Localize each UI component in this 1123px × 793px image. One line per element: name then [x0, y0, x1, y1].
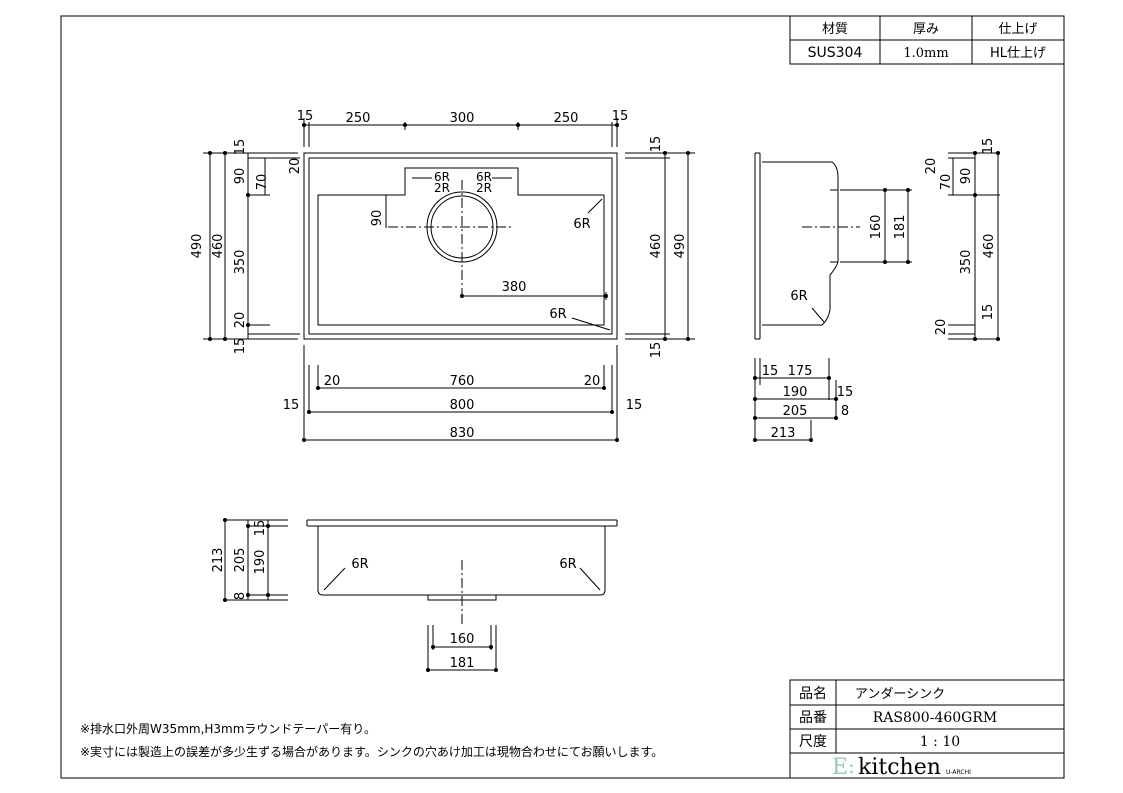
thickness-header: 厚み — [913, 22, 939, 37]
scale-label: 尺度 — [799, 734, 827, 750]
front-dim-8: 8 — [233, 592, 248, 600]
notch-6r-left: 6R — [434, 170, 450, 184]
side-dim-8: 8 — [841, 404, 849, 419]
far-dim-350: 350 — [959, 250, 974, 275]
corner-6r-bottom: 6R — [549, 307, 566, 322]
left-dim-20-bottom: 20 — [233, 312, 248, 329]
front-dim-15: 15 — [253, 520, 268, 537]
left-dim-20: 20 — [288, 158, 303, 175]
far-dim-15-top: 15 — [981, 138, 996, 155]
side-view — [754, 152, 912, 442]
material-value: SUS304 — [808, 45, 863, 61]
top-dim-250-right: 250 — [554, 111, 579, 126]
material-header: 材質 — [822, 22, 848, 37]
far-dim-70: 70 — [939, 174, 954, 191]
front-dim-181: 181 — [450, 656, 475, 671]
far-dim-460: 460 — [982, 234, 997, 259]
finish-header: 仕上げ — [998, 22, 1037, 37]
logo-colon: : — [848, 754, 855, 778]
bottom-dim-15-left: 15 — [283, 398, 300, 413]
thickness-value: 1.0mm — [903, 46, 948, 61]
bottom-dim-20-left: 20 — [324, 374, 341, 389]
note-tolerance: ※実寸には製造上の誤差が多少生ずる場合があります。シンクの穴あけ加工は現物合わせ… — [80, 744, 663, 759]
left-dim-15-top: 15 — [233, 139, 248, 156]
bottom-dim-15-right: 15 — [626, 398, 643, 413]
bottom-dim-830: 830 — [450, 426, 475, 441]
left-dim-70: 70 — [255, 174, 270, 191]
left-dim-15-bottom: 15 — [233, 338, 248, 355]
front-dim-190: 190 — [253, 550, 268, 575]
sink-bowl-outline — [317, 167, 605, 326]
sheet-border — [60, 15, 1065, 779]
sink-flange-inner — [308, 157, 613, 335]
top-view-dim-ticks — [208, 123, 690, 442]
left-dim-460: 460 — [211, 234, 226, 259]
bottom-dim-760: 760 — [450, 374, 475, 389]
side-dim-15: 15 — [762, 364, 779, 379]
drain-offset-90: 90 — [370, 210, 385, 227]
side-corner-6r: 6R — [790, 289, 807, 304]
side-dim-160: 160 — [869, 215, 884, 240]
front-corner-6r-right: 6R — [559, 557, 576, 572]
front-dim-160: 160 — [450, 632, 475, 647]
notch-2r-left: 2R — [434, 181, 450, 195]
far-dim-90: 90 — [959, 168, 974, 185]
top-dim-250-left: 250 — [346, 111, 371, 126]
far-dim-15-bottom: 15 — [981, 304, 996, 321]
bottom-dim-800: 800 — [450, 398, 475, 413]
side-dim-181: 181 — [893, 215, 908, 240]
front-view — [224, 519, 618, 672]
left-dim-490: 490 — [190, 234, 205, 259]
right-dim-15-top: 15 — [649, 136, 664, 153]
product-number-value: RAS800-460GRM — [873, 710, 997, 726]
side-dim-213: 213 — [771, 426, 796, 441]
product-name-value: アンダーシンク — [855, 687, 945, 702]
title-block — [789, 679, 1065, 779]
logo-e: E — [832, 755, 848, 780]
left-dim-350: 350 — [233, 250, 248, 275]
note-drain: ※排水口外周W35mm,H3mmラウンドテーパー有り。 — [80, 722, 376, 736]
bottom-dim-20-right: 20 — [584, 374, 601, 389]
top-view — [203, 118, 695, 442]
product-number-label: 品番 — [799, 710, 827, 726]
ekitchen-logo: E : kitchen U-ARCHI — [832, 754, 971, 780]
finish-value: HL仕上げ — [990, 46, 1046, 61]
logo-subtext: U-ARCHI — [946, 769, 971, 776]
front-dim-205: 205 — [233, 548, 248, 573]
left-dim-90: 90 — [233, 168, 248, 185]
product-name-label: 品名 — [799, 686, 827, 702]
corner-6r-top: 6R — [573, 217, 590, 232]
material-table — [789, 15, 1065, 65]
logo-kitchen: kitchen — [858, 755, 941, 780]
side-dim-15b: 15 — [837, 385, 854, 400]
sink-flange-outline — [303, 152, 618, 340]
side-dim-190: 190 — [783, 385, 808, 400]
top-dim-15-left: 15 — [297, 109, 314, 124]
top-dim-300: 300 — [450, 111, 475, 126]
front-dim-213: 213 — [211, 548, 226, 573]
side-bowl-outline — [762, 161, 839, 326]
drain-offset-380: 380 — [502, 280, 527, 295]
far-dim-20-top: 20 — [924, 158, 939, 175]
right-dim-15-bottom: 15 — [649, 342, 664, 359]
scale-value: 1 : 10 — [920, 734, 960, 750]
front-corner-6r-left: 6R — [351, 557, 368, 572]
side-dim-205: 205 — [783, 404, 808, 419]
notch-2r-right: 2R — [476, 181, 492, 195]
notch-6r-right: 6R — [476, 170, 492, 184]
right-dim-460: 460 — [649, 234, 664, 259]
top-dim-15-right: 15 — [612, 109, 629, 124]
far-dim-20-bottom: 20 — [934, 319, 949, 336]
right-dim-490: 490 — [673, 234, 688, 259]
side-dim-175: 175 — [788, 364, 813, 379]
